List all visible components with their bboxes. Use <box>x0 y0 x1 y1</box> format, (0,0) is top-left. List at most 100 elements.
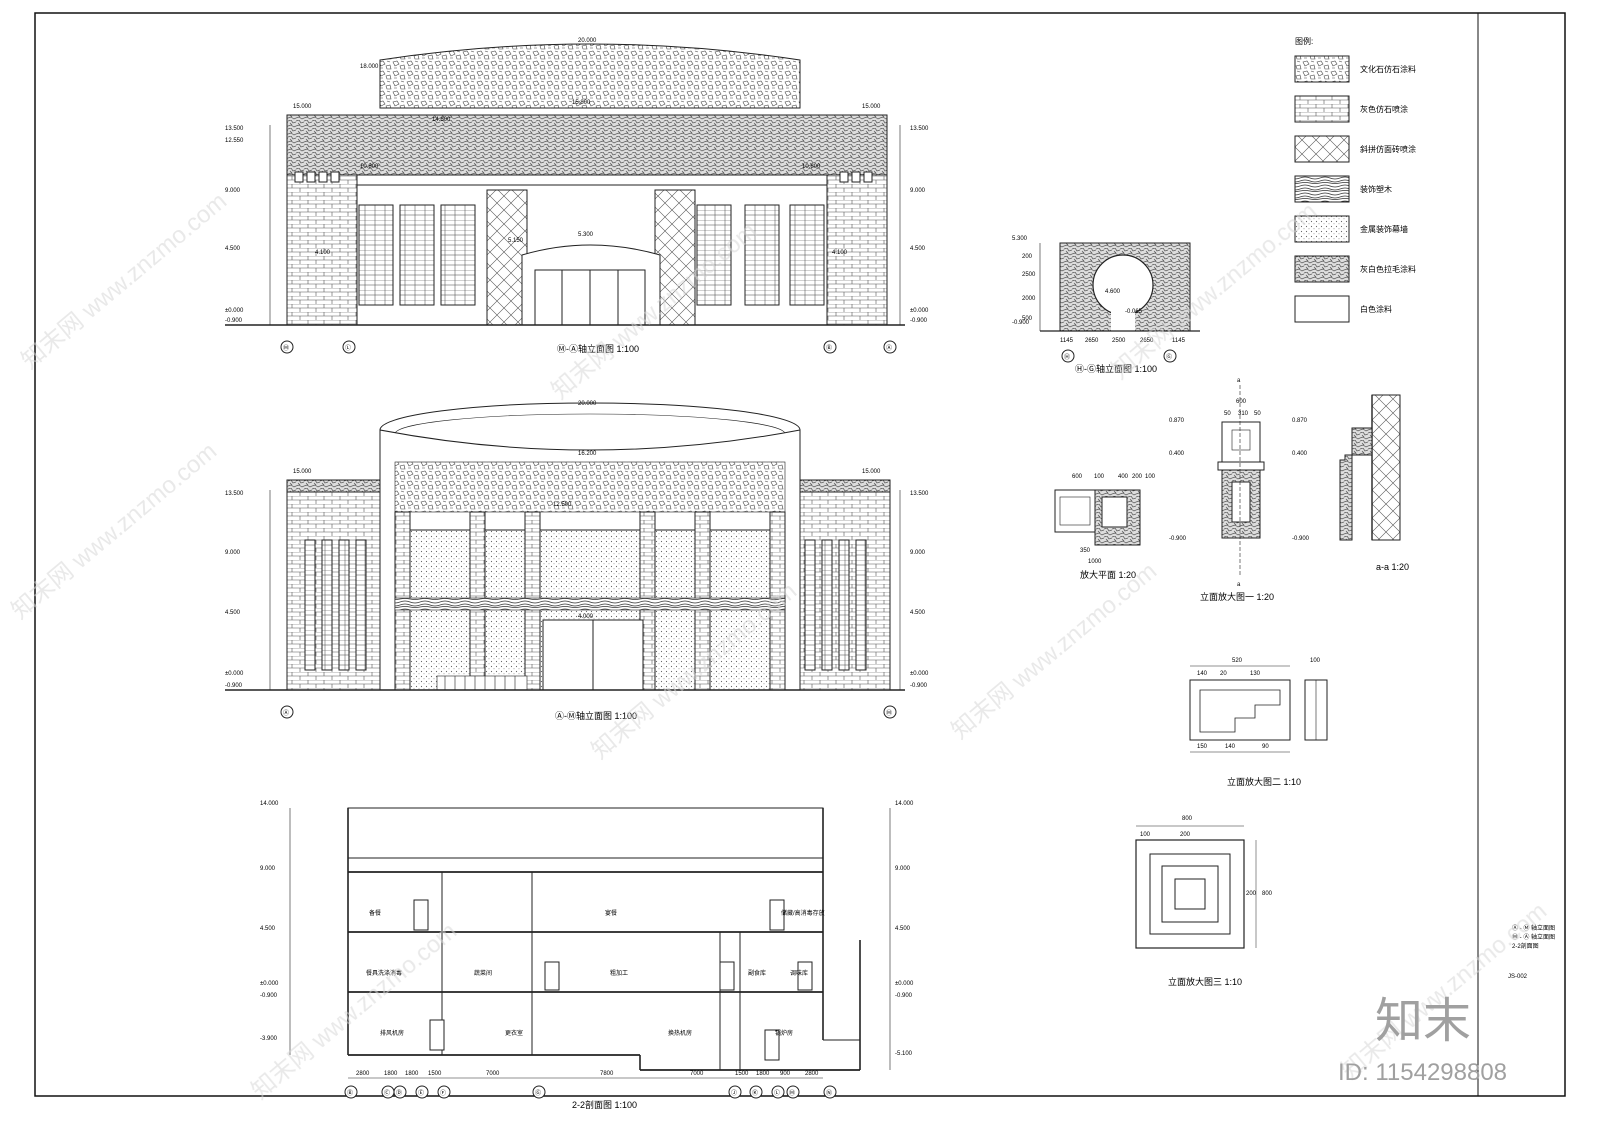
room-label: 更衣室 <box>505 1029 523 1037</box>
dim-label: 600 <box>1072 474 1083 480</box>
drawing-title: 立面放大图三 1:10 <box>1168 976 1242 987</box>
level-label: -0.900 <box>260 993 278 999</box>
section-2-2: 备餐 宴餐 储藏/高消毒存放 餐具洗涤消毒 蔬菜间 粗加工 副食库 调味库 排风… <box>260 801 914 1110</box>
level-label: ±0.000 <box>225 671 244 677</box>
spacing-label: 1500 <box>735 1071 749 1077</box>
dim-label: 20.000 <box>578 38 597 44</box>
spacing-label: 900 <box>780 1071 791 1077</box>
title-block-line: Ⓜ - Ⓐ 轴立面图 <box>1512 933 1555 941</box>
dim-label: 1145 <box>1060 338 1074 344</box>
room-label: 备餐 <box>369 909 381 917</box>
level-label: 0.870 <box>1169 418 1185 424</box>
dim-label: 5.150 <box>508 238 524 244</box>
dim-label: 4.100 <box>315 250 331 256</box>
elevation-h-g: Ⓗ Ⓖ 5.300 -0.900 1145 2650 2500 2650 114… <box>1012 236 1200 374</box>
elevation-m-a: Ⓜ Ⓛ Ⓑ Ⓐ 13.500 12.550 9.000 4.500 ±0.000… <box>225 38 929 354</box>
dim-label: 200 <box>1180 832 1191 838</box>
title-block-line: 2-2剖面图 <box>1512 942 1539 950</box>
elevation-a-m: Ⓐ Ⓜ 13.500 9.000 4.500 ±0.000 -0.900 13.… <box>225 401 929 721</box>
dim-label: 20.000 <box>578 401 597 407</box>
dim-label: 15.000 <box>862 469 881 475</box>
dim-label: 800 <box>1262 891 1273 897</box>
level-label: -0.900 <box>225 683 243 689</box>
level-label: 9.000 <box>260 866 276 872</box>
axis-label: Ⓑ <box>826 344 832 352</box>
level-label: 0.400 <box>1292 451 1308 457</box>
dim-label: 50 <box>1254 411 1261 417</box>
axis-bubble <box>749 1085 763 1099</box>
spacing-label: 7000 <box>486 1071 500 1077</box>
drawing-title: 立面放大图二 1:10 <box>1227 776 1301 787</box>
dim-label: 4.000 <box>578 614 594 620</box>
dim-label: 200 <box>1246 891 1257 897</box>
level-label: -0.900 <box>910 318 928 324</box>
level-label: 9.000 <box>225 550 241 556</box>
axis-label: Ⓙ <box>731 1089 737 1097</box>
axis-label: Ⓜ <box>283 344 289 352</box>
dim-label: 2650 <box>1085 338 1099 344</box>
axis-label: Ⓐ <box>886 344 892 352</box>
spacing-label: 1800 <box>384 1071 398 1077</box>
axis-label: Ⓗ <box>1064 353 1070 361</box>
legend-label: 金属装饰幕墙 <box>1360 224 1408 234</box>
room-label: 换热机房 <box>668 1029 692 1037</box>
room-label: 储藏/高消毒存放 <box>781 909 825 917</box>
level-label: 4.500 <box>895 926 911 932</box>
dim-label: 15.000 <box>293 469 312 475</box>
level-label: 13.500 <box>910 491 929 497</box>
axis-label: Ⓔ <box>418 1089 424 1097</box>
spacing-label: 7000 <box>690 1071 704 1077</box>
axis-label: Ⓓ <box>396 1089 402 1097</box>
level-label: -0.900 <box>1012 320 1030 326</box>
watermark-text: 知末网 www.znzmo.com <box>1337 898 1553 1085</box>
legend-swatch <box>1294 135 1350 163</box>
dim-label: 400 <box>1118 474 1129 480</box>
legend-swatch <box>1294 55 1350 83</box>
level-label: 4.500 <box>910 610 926 616</box>
level-label: 4.500 <box>225 246 241 252</box>
axis-label: Ⓖ <box>535 1089 541 1097</box>
dim-label: 350 <box>1080 548 1091 554</box>
axis-label: Ⓜ <box>886 709 892 717</box>
drawing-title: 2-2剖面图 1:100 <box>572 1099 637 1110</box>
level-label: 13.500 <box>225 491 244 497</box>
legend-swatch <box>1294 215 1350 243</box>
legend-swatch <box>1294 255 1350 283</box>
axis-bubble <box>344 1085 358 1099</box>
axis-label: Ⓛ <box>345 344 351 352</box>
level-label: 5.300 <box>1012 236 1028 242</box>
dim-label: 140 <box>1197 671 1208 677</box>
axis-label: Ⓜ <box>789 1089 795 1097</box>
axis-label: Ⓒ <box>384 1089 390 1097</box>
axis-bubble <box>393 1085 407 1099</box>
dim-label: 50 <box>1224 411 1231 417</box>
title-block: Ⓐ - Ⓜ 轴立面图 Ⓜ - Ⓐ 轴立面图 2-2剖面图 JS-002 <box>1508 924 1555 980</box>
level-label: 9.000 <box>225 188 241 194</box>
axis-bubble <box>532 1085 546 1099</box>
dim-label: 2500 <box>1112 338 1126 344</box>
dim-label: 100 <box>1094 474 1105 480</box>
axis-label: Ⓚ <box>752 1089 758 1097</box>
level-label: -0.900 <box>895 993 913 999</box>
dim-label: 90 <box>1262 744 1269 750</box>
watermark-text: 知末网 www.znzmo.com <box>7 438 223 625</box>
dim-label: 10.800 <box>360 164 379 170</box>
level-label: 0.870 <box>1292 418 1308 424</box>
axis-bubble <box>786 1085 800 1099</box>
legend-label: 装饰塑木 <box>1360 184 1392 194</box>
level-label: 0.400 <box>1169 451 1185 457</box>
dim-label: 12.500 <box>553 502 572 508</box>
level-label: -0.900 <box>1169 536 1187 542</box>
level-label: 4.500 <box>225 610 241 616</box>
legend-title: 图例: <box>1295 36 1313 46</box>
dim-label: 600 <box>1236 399 1247 405</box>
dim-label: 100 <box>1140 832 1151 838</box>
dim-label: 15.000 <box>862 104 881 110</box>
sheet-border <box>34 12 1566 1097</box>
room-label: 宴餐 <box>605 909 617 917</box>
dim-label: 4.600 <box>1105 289 1121 295</box>
dim-label: 130 <box>1250 671 1261 677</box>
room-label: 排风机房 <box>380 1029 404 1037</box>
dim-label: 15.800 <box>572 100 591 106</box>
spacing-label: 1800 <box>405 1071 419 1077</box>
